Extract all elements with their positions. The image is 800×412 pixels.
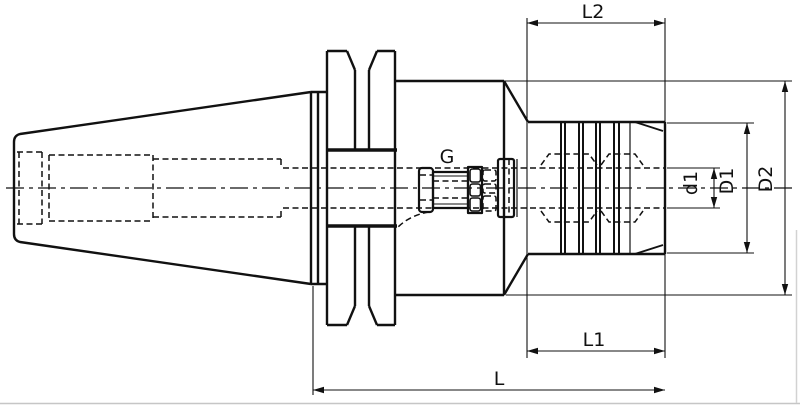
groove-rings	[560, 122, 631, 254]
chuck-body-front	[528, 120, 667, 256]
dimension-lines	[313, 22, 786, 391]
taper-shank-outline	[12, 90, 327, 286]
label-l2: L2	[582, 1, 605, 23]
label-d1-large: D1	[716, 168, 738, 195]
hidden-lines	[17, 151, 665, 229]
extension-lines	[312, 18, 792, 395]
dimension-labels: L2 G L1 L d1 D1 D2	[440, 1, 777, 390]
label-d1-small: d1	[680, 171, 702, 195]
screw-nut-facets	[469, 168, 482, 212]
hidden-slots	[540, 153, 644, 223]
label-g: G	[440, 146, 455, 168]
label-l1: L1	[583, 329, 606, 351]
label-d2: D2	[755, 166, 777, 193]
label-l: L	[494, 368, 505, 390]
hidden-thread-tail	[482, 169, 497, 212]
dimension-arrowheads	[313, 19, 789, 394]
page-border-lines	[0, 230, 800, 405]
nose-cone-edge	[634, 121, 664, 255]
v-flange	[325, 49, 397, 327]
